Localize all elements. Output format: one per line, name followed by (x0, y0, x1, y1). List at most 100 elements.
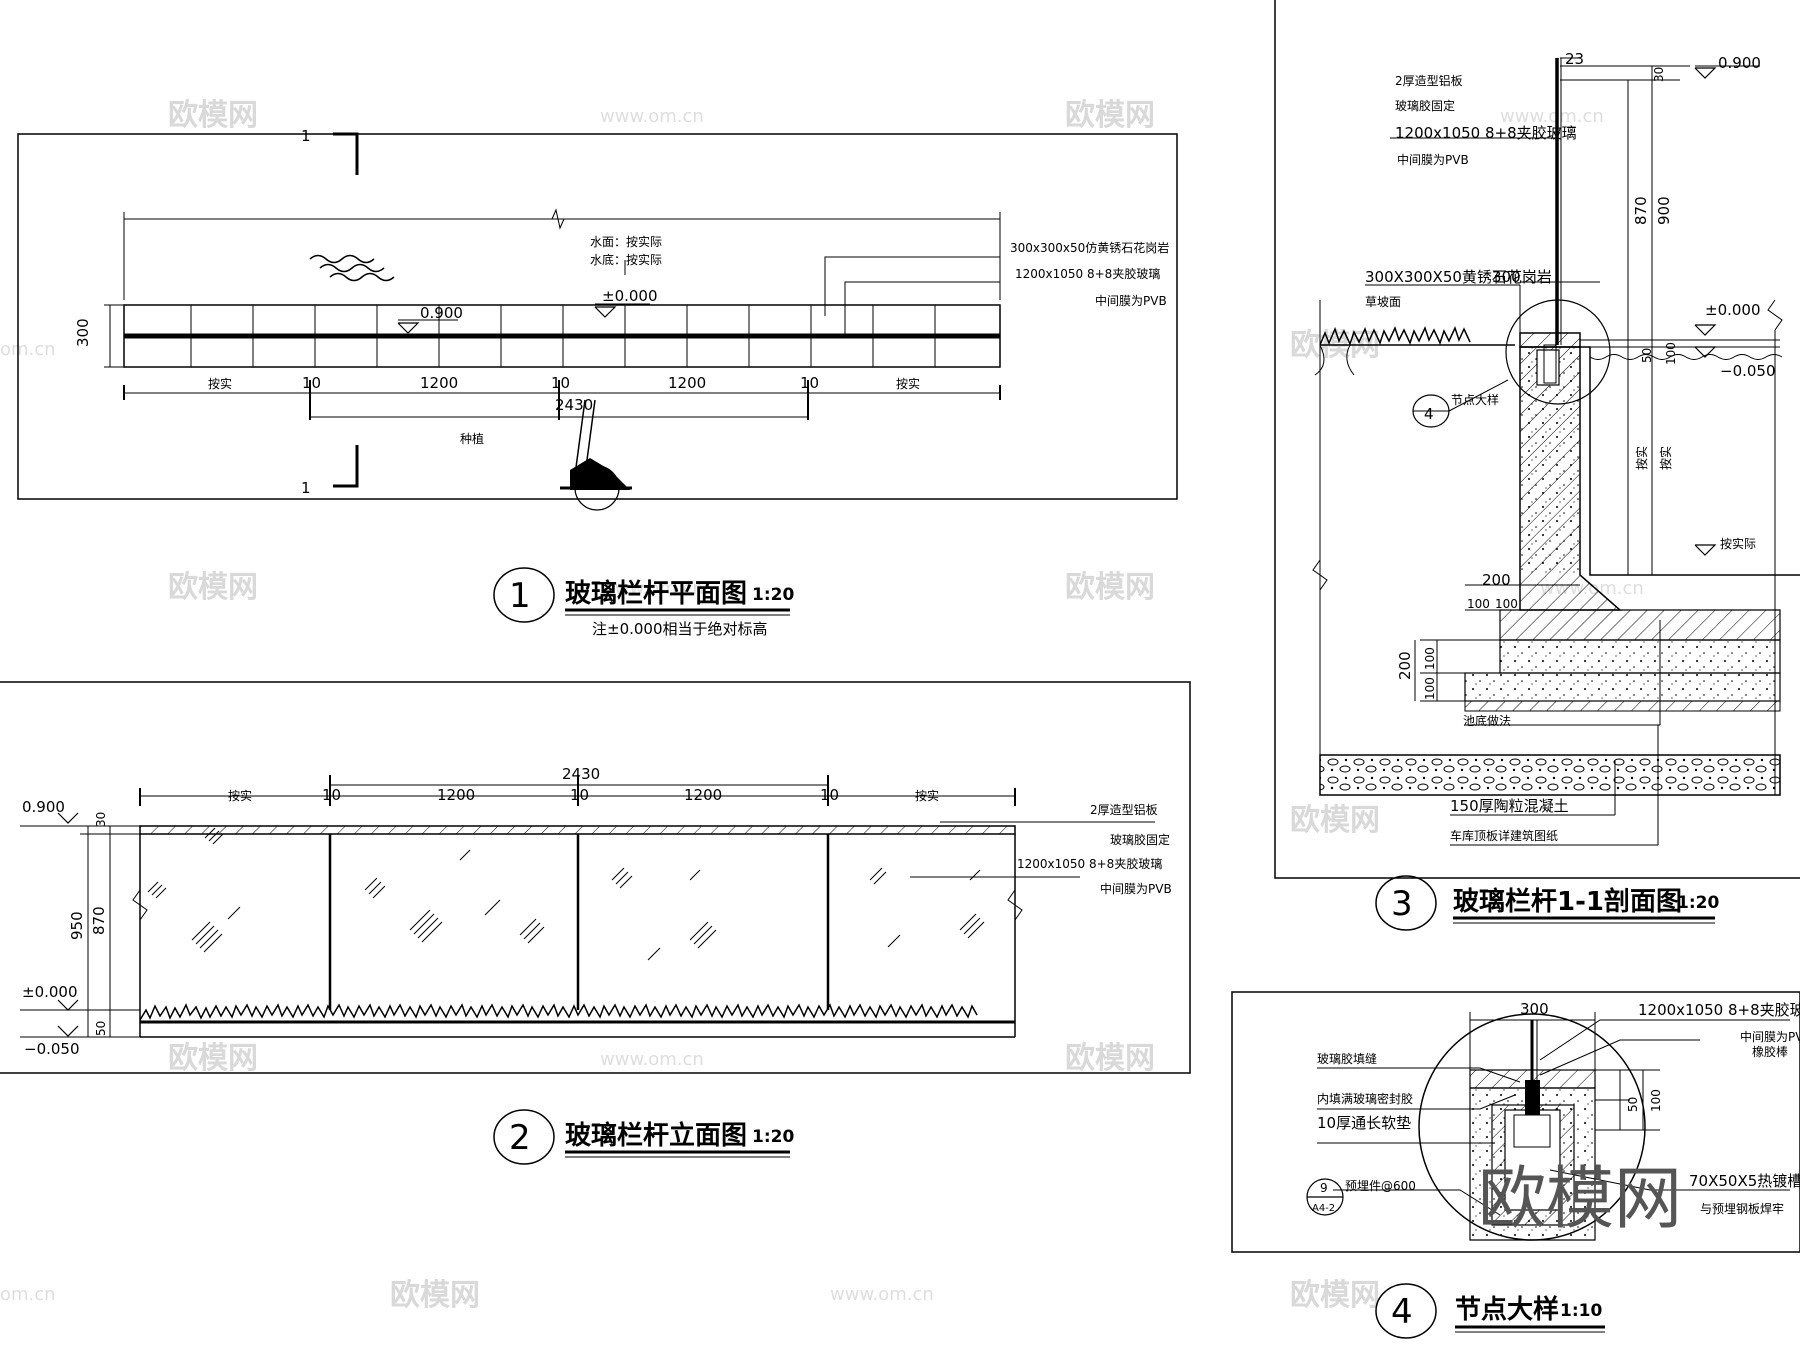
watermark-logo: 欧模网 (1065, 1041, 1155, 1076)
elevation-top: 0.900 (22, 798, 65, 816)
dim-100: 100 (1467, 597, 1490, 611)
watermark-url: www.om.cn (600, 106, 704, 127)
watermark-logo: 欧模网 (390, 1278, 480, 1313)
drawing-number-circle (493, 1109, 555, 1165)
glass-label: 1200x1050 8+8夹胶玻璃 (1395, 124, 1577, 142)
elevation-low: −0.050 (24, 1040, 80, 1058)
watermark-url: www.om.cn (600, 1049, 704, 1070)
detail-view (1231, 991, 1800, 1253)
pvb-label: 中间膜为PVB (1740, 1029, 1800, 1044)
dim-10: 10 (570, 786, 589, 804)
dim-10: 10 (322, 786, 341, 804)
watermark-logo: 欧模网 (168, 1041, 258, 1076)
dim-100: 100 (1664, 342, 1678, 365)
watermark-logo: 欧模网 (168, 570, 258, 605)
drawing-number: 3 (1391, 884, 1413, 924)
ref-top: 9 (1320, 1181, 1328, 1195)
concrete-base (1499, 639, 1781, 674)
dim-var-right: 按实 (915, 788, 939, 803)
pvb-label: 中间膜为PVB (1100, 881, 1172, 896)
embed-label: 预埋件@600 (1345, 1179, 1416, 1193)
section-marker-bottom (333, 445, 359, 488)
dim-10: 10 (302, 374, 321, 392)
watermarks: 欧模网 www.om.cn 欧模网 www.om.cn 欧模网 www.om.c… (0, 98, 1644, 1313)
watermark-url: www.om.cn (600, 578, 704, 599)
plan-title: 玻璃栏杆平面图 (565, 578, 747, 609)
dim-1200: 1200 (684, 786, 722, 804)
section-marker-top (333, 132, 359, 175)
watermark-logo: 欧模网 (1290, 1278, 1380, 1313)
dim-var-left: 按实 (228, 788, 252, 803)
dim-10: 10 (551, 374, 570, 392)
paving-label: 300X300X50黄锈石花岗岩 (1365, 268, 1552, 286)
dim-100: 100 (1649, 1089, 1663, 1112)
section-mark-top: 1 (301, 127, 311, 145)
elevation-zero: ±0.000 (1705, 301, 1761, 319)
pad-label: 10厚通长软垫 (1317, 1114, 1411, 1132)
weld-label: 与预埋钢板焊牢 (1700, 1201, 1784, 1216)
elevation-frame (0, 681, 1191, 1074)
dim-300: 300 (74, 318, 92, 347)
dim-300: 300 (1520, 1000, 1549, 1018)
section-mark-bottom: 1 (301, 479, 311, 497)
plan-frame (17, 133, 1178, 500)
elevation-top: 0.900 (420, 304, 463, 322)
pvb-label: 中间膜为PVB (1095, 293, 1167, 308)
watermark-logo: 欧模网 (1065, 98, 1155, 133)
glass-label: 1200x1050 8+8夹胶玻璃 (1015, 266, 1160, 281)
detail-title-block: 4 节点大样 1:10 (1375, 1283, 1605, 1339)
dim-30: 30 (1652, 67, 1666, 82)
watermark-url: om.cn (0, 1284, 56, 1305)
drawing-number-circle (493, 567, 555, 623)
dim-var: 按实 (1634, 446, 1649, 470)
plan-view (17, 132, 1178, 511)
dim-100: 100 (1495, 597, 1518, 611)
section-frame (1274, 0, 1800, 879)
actual-label: 按实际 (1720, 536, 1756, 551)
paving-label: 300x300x50仿黄锈石花岗岩 (1010, 240, 1169, 255)
detail-title: 节点大样 (1455, 1294, 1559, 1325)
drawing-number: 4 (1391, 1292, 1413, 1332)
glass-label: 1200x1050 8+8夹胶玻璃 (1638, 1001, 1800, 1019)
drawing-number-circle (1375, 875, 1437, 931)
dim-870: 870 (1632, 196, 1650, 225)
channel-label: 70X50X5热镀槽钢 (1689, 1172, 1800, 1190)
dim-2430: 2430 (562, 765, 600, 783)
grass-hatch (139, 1003, 978, 1021)
section-labels: 23 2厚造型铝板 玻璃胶固定 1200x1050 8+8夹胶玻璃 中间膜为PV… (1365, 50, 1776, 843)
pool-label: 池底做法 (1463, 713, 1511, 728)
dim-100: 100 (1423, 677, 1437, 700)
watermark-logo-large: 欧模网 (1478, 1160, 1682, 1239)
planting-label: 种植 (460, 431, 484, 446)
watermark-logo: 欧模网 (1065, 570, 1155, 605)
watermark-url: www.om.cn (830, 1284, 934, 1305)
dim-30: 30 (94, 812, 108, 827)
section-title: 玻璃栏杆1-1剖面图 (1453, 886, 1682, 917)
detail-frame (1231, 991, 1800, 1253)
elevation-scale: 1:20 (752, 1127, 794, 1147)
plan-title-block: 1 玻璃栏杆平面图 1:20 注±0.000相当于绝对标高 (493, 567, 794, 638)
rubber-label: 橡胶棒 (1752, 1044, 1788, 1059)
dim-50: 50 (1640, 348, 1654, 363)
dim-10: 10 (800, 374, 819, 392)
elevation-zero: ±0.000 (602, 287, 658, 305)
dim-50: 50 (94, 1021, 108, 1036)
watermark-url: www.om.cn (1500, 106, 1604, 127)
lawn-label: 草坡面 (1365, 295, 1401, 309)
dim-300: 300 (1492, 268, 1521, 286)
plan-scale: 1:20 (752, 585, 794, 605)
watermark-logo: 欧模网 (168, 98, 258, 133)
watermark-logo: 欧模网 (1290, 803, 1380, 838)
glue-label: 玻璃胶固定 (1395, 98, 1455, 113)
plate-label: 2厚造型铝板 (1090, 802, 1158, 817)
glue-label: 玻璃胶固定 (1110, 832, 1170, 847)
section-view (1274, 0, 1800, 879)
dim-200: 200 (1482, 571, 1511, 589)
elevation-title: 玻璃栏杆立面图 (565, 1120, 747, 1151)
dim-1200: 1200 (420, 374, 458, 392)
water-surface-label: 水面：按实际 (590, 234, 662, 249)
elevation-zero: ±0.000 (22, 983, 78, 1001)
dim-var-right: 按实 (896, 376, 920, 391)
watermark-url: om.cn (0, 339, 56, 360)
water-bottom-label: 水底：按实际 (590, 252, 662, 267)
